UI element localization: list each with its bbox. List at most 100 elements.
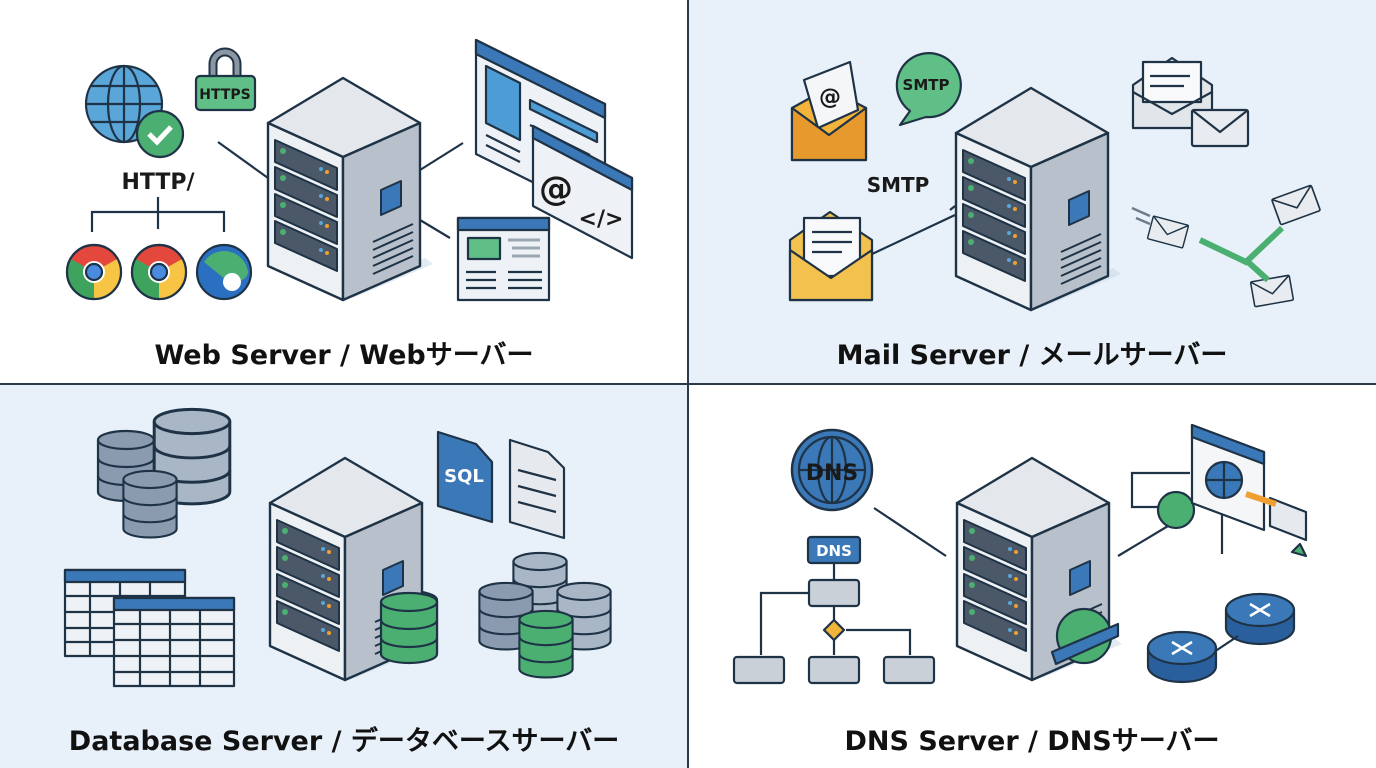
status-led	[321, 628, 325, 632]
status-led	[1007, 231, 1011, 235]
status-led	[319, 221, 323, 225]
status-led	[280, 148, 286, 154]
status-led	[968, 185, 974, 191]
database-icon	[379, 591, 439, 665]
dns-box-label: DNS	[816, 542, 852, 560]
drive-bay	[962, 230, 1026, 282]
motion-lines	[1131, 206, 1151, 226]
arrow-icon	[1198, 225, 1285, 266]
status-led	[1014, 550, 1018, 554]
status-led	[325, 224, 329, 228]
drive-bay	[276, 546, 340, 598]
status-led	[968, 212, 974, 218]
status-led	[1014, 631, 1018, 635]
status-led	[319, 194, 323, 198]
status-led	[282, 528, 288, 534]
status-led	[969, 555, 975, 561]
server-panel-icon	[382, 560, 404, 596]
vent-line	[372, 231, 414, 251]
smtp-label: SMTP	[867, 173, 930, 197]
vent-line	[1060, 233, 1102, 253]
panel-dns: DNS DNS	[732, 423, 1308, 757]
server-tower	[954, 86, 1121, 312]
status-led	[282, 555, 288, 561]
drive-bay	[962, 176, 1026, 228]
drive-bay	[274, 166, 338, 218]
status-led	[319, 167, 323, 171]
status-led	[1014, 604, 1018, 608]
router-icon	[1146, 630, 1218, 684]
status-led	[1007, 258, 1011, 262]
status-led	[325, 251, 329, 255]
panel-mail: @ SMTP SMTP Mail Server / メールサーバー	[788, 52, 1322, 371]
status-led	[1013, 207, 1017, 211]
server-panel-icon	[1069, 560, 1091, 596]
status-led	[1008, 601, 1012, 605]
drive-bay	[963, 519, 1027, 571]
sync-icon	[1050, 607, 1120, 666]
at-symbol: @	[539, 169, 573, 209]
status-led	[282, 582, 288, 588]
status-led	[321, 574, 325, 578]
router-icon	[1224, 592, 1296, 646]
sql-label: SQL	[444, 466, 484, 487]
status-led	[1013, 180, 1017, 184]
smtp-bubble-label: SMTP	[903, 76, 950, 94]
vent-line	[372, 223, 414, 243]
sql-file-icon: SQL	[436, 430, 494, 524]
status-led	[327, 631, 331, 635]
smtp-bubble-icon: SMTP	[895, 52, 962, 127]
vent-line	[1060, 241, 1102, 261]
panel-title-db: Database Server / データベースサーバー	[69, 725, 619, 757]
open-envelope-icon: @	[790, 60, 868, 162]
status-led	[325, 197, 329, 201]
panel-title-dns: DNS Server / DNSサーバー	[844, 726, 1219, 757]
vent-line	[1060, 265, 1102, 285]
server-tower	[266, 76, 433, 302]
envelope-icon	[1190, 108, 1250, 148]
vent-line	[372, 239, 414, 259]
drive-bay	[962, 203, 1026, 255]
status-led	[280, 202, 286, 208]
status-led	[969, 609, 975, 615]
panel-title-mail: Mail Server / メールサーバー	[837, 340, 1228, 371]
drive-bay	[276, 573, 340, 625]
status-led	[1008, 574, 1012, 578]
database-icon	[518, 609, 574, 679]
status-led	[969, 528, 975, 534]
dns-globe-label: DNS	[806, 461, 859, 486]
drive-bay	[274, 220, 338, 272]
http-label: HTTP/	[121, 170, 195, 195]
resolve-window-icon	[1130, 423, 1308, 558]
check-icon	[135, 109, 185, 159]
status-led	[280, 175, 286, 181]
status-led	[321, 601, 325, 605]
database-icon	[122, 469, 178, 539]
status-led	[325, 170, 329, 174]
status-led	[1014, 577, 1018, 581]
status-led	[321, 547, 325, 551]
at-symbol: @	[819, 85, 841, 110]
status-led	[327, 550, 331, 554]
drive-bay	[274, 193, 338, 245]
status-led	[1008, 628, 1012, 632]
lock-icon: HTTPS	[194, 47, 257, 112]
vent-line	[372, 255, 414, 275]
arrow-icon	[1245, 259, 1271, 283]
status-led	[280, 229, 286, 235]
document-icon	[508, 438, 566, 540]
edge-icon	[195, 243, 253, 301]
dns-flowchart: DNS	[732, 535, 936, 685]
letter-envelope-icon	[788, 210, 874, 302]
status-led	[1013, 234, 1017, 238]
code-window-icon: @ </>	[531, 124, 634, 260]
status-led	[1007, 204, 1011, 208]
drive-bay	[276, 519, 340, 571]
drive-bay	[963, 546, 1027, 598]
server-panel-icon	[1068, 190, 1090, 226]
table-icon	[63, 568, 236, 688]
status-led	[1007, 177, 1011, 181]
vent-line	[1060, 249, 1102, 269]
vent-line	[372, 247, 414, 267]
